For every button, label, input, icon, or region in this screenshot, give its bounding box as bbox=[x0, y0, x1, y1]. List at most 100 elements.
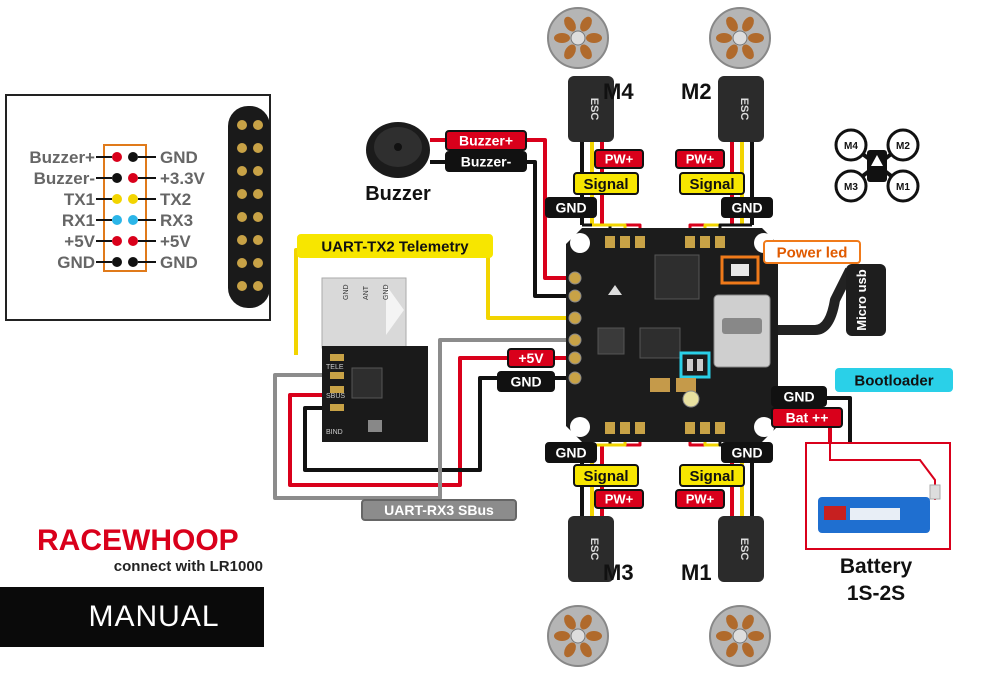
manual-banner bbox=[0, 587, 264, 647]
pin-hole bbox=[237, 212, 247, 222]
micro-usb-cable: Micro usb bbox=[846, 264, 886, 336]
pinout-right-label: RX3 bbox=[160, 211, 193, 230]
gyro-chip bbox=[639, 327, 681, 359]
motor-m3 bbox=[547, 605, 609, 667]
pinout-left-label: GND bbox=[57, 253, 95, 272]
board-pad bbox=[568, 271, 582, 285]
buzzer bbox=[366, 122, 430, 178]
pin-dot bbox=[128, 173, 138, 183]
regulator-chip bbox=[597, 327, 625, 355]
bootloader-tag-text: Bootloader bbox=[854, 372, 933, 389]
buzzer-label: Buzzer bbox=[365, 183, 431, 205]
motor-m1 bbox=[709, 605, 771, 667]
board-pad bbox=[685, 422, 695, 434]
pin-dot bbox=[128, 194, 138, 204]
board-pad bbox=[568, 371, 582, 385]
pin-hole bbox=[237, 166, 247, 176]
gnd-tag-m3-text: GND bbox=[555, 445, 586, 461]
power-led-box bbox=[720, 255, 760, 285]
rx-pin-sbus: SBUS bbox=[326, 393, 345, 400]
quad-icon-m2: M2 bbox=[896, 141, 910, 152]
gnd-tag-m1: GND bbox=[721, 442, 773, 463]
gnd-tag-battery: GND bbox=[771, 386, 827, 407]
pw-plus-tag-m1: PW+ bbox=[675, 489, 725, 509]
board-pad bbox=[700, 422, 710, 434]
pin-hole bbox=[253, 120, 263, 130]
manual-label: MANUAL bbox=[88, 600, 219, 633]
uart-rx3-tag: UART-RX3 SBus bbox=[361, 499, 517, 521]
pin-dot bbox=[112, 173, 122, 183]
board-pad bbox=[635, 422, 645, 434]
pin-dot bbox=[128, 257, 138, 267]
pinout-right-label: GND bbox=[160, 253, 198, 272]
pin-hole bbox=[237, 120, 247, 130]
gnd-tag-m4-text: GND bbox=[555, 200, 586, 216]
quad-icon-m3: M3 bbox=[844, 182, 858, 193]
plus5v-tag-text: +5V bbox=[518, 350, 544, 366]
pin-dot bbox=[112, 215, 122, 225]
battery-box bbox=[805, 442, 951, 550]
esc-m2: ESC bbox=[718, 76, 764, 142]
bat-plus-tag-text: Bat ++ bbox=[786, 410, 829, 426]
gnd-tag-m4: GND bbox=[545, 197, 597, 218]
pinout-left-label: RX1 bbox=[62, 211, 95, 230]
pw-plus-tag-m2: PW+ bbox=[675, 149, 725, 169]
bat-plus-tag: Bat ++ bbox=[771, 407, 843, 428]
pinout-right-label: TX2 bbox=[160, 190, 191, 209]
pin-hole bbox=[237, 258, 247, 268]
pin-hole bbox=[253, 166, 263, 176]
board-pad bbox=[685, 236, 695, 248]
signal-tag-m4: Signal bbox=[573, 172, 639, 195]
power-led-tag: Power led bbox=[763, 240, 861, 264]
signal-tag-m3: Signal bbox=[573, 464, 639, 487]
battery-spec: 1S-2S bbox=[847, 582, 905, 605]
rx-pin-gnd2: GND bbox=[383, 284, 390, 300]
signal-tag-m1-text: Signal bbox=[689, 468, 734, 485]
pw-plus-tag-m3: PW+ bbox=[594, 489, 644, 509]
board-pad bbox=[715, 236, 725, 248]
pin-hole bbox=[253, 258, 263, 268]
micro-usb-label: Micro usb bbox=[854, 269, 869, 330]
pw-plus-tag-m1-text: PW+ bbox=[686, 492, 715, 507]
pin-hole bbox=[253, 212, 263, 222]
pinout-right-label: GND bbox=[160, 148, 198, 167]
esc-m4: ESC bbox=[568, 76, 614, 142]
board-pad bbox=[620, 422, 630, 434]
pin-hole bbox=[253, 281, 263, 291]
pinout-left-label: TX1 bbox=[64, 190, 95, 209]
motor-m2 bbox=[709, 7, 771, 69]
pin-hole bbox=[237, 235, 247, 245]
board-pad bbox=[568, 351, 582, 365]
direction-arrow bbox=[608, 285, 622, 295]
battery-label: Battery bbox=[840, 555, 913, 578]
pin-hole bbox=[253, 143, 263, 153]
gnd-tag-m1-text: GND bbox=[731, 445, 762, 461]
buzzer-minus-tag: Buzzer- bbox=[445, 151, 527, 172]
quad-icon-m4: M4 bbox=[844, 141, 858, 152]
esc-blocks: ESC ESC ESC ESC bbox=[568, 76, 764, 582]
signal-tag-m1: Signal bbox=[679, 464, 745, 487]
gnd-tag-m2: GND bbox=[721, 197, 773, 218]
esc-m1: ESC bbox=[718, 516, 764, 582]
pin-dot bbox=[112, 194, 122, 204]
bootloader-tag: Bootloader bbox=[835, 368, 953, 392]
pinout-connector bbox=[228, 106, 270, 308]
board-pad bbox=[605, 422, 615, 434]
pinout-row: Buzzer+GND bbox=[29, 148, 197, 167]
pin-dot bbox=[128, 215, 138, 225]
rx-pin-bind: BIND bbox=[326, 429, 343, 436]
buzzer-minus-tag-text: Buzzer- bbox=[461, 154, 512, 170]
esc-label: ESC bbox=[738, 98, 750, 121]
gnd-tag-battery-text: GND bbox=[783, 389, 814, 405]
signal-tag-m4-text: Signal bbox=[583, 176, 628, 193]
power-led-tag-text: Power led bbox=[777, 244, 848, 261]
pinout-header bbox=[103, 144, 147, 272]
pin-hole bbox=[237, 143, 247, 153]
bootloader-box bbox=[679, 351, 711, 379]
uart-rx3-tag-text: UART-RX3 SBus bbox=[384, 502, 494, 518]
pin-hole bbox=[237, 189, 247, 199]
gnd-tag-m3: GND bbox=[545, 442, 597, 463]
pw-plus-tag-m4-text: PW+ bbox=[605, 152, 634, 167]
